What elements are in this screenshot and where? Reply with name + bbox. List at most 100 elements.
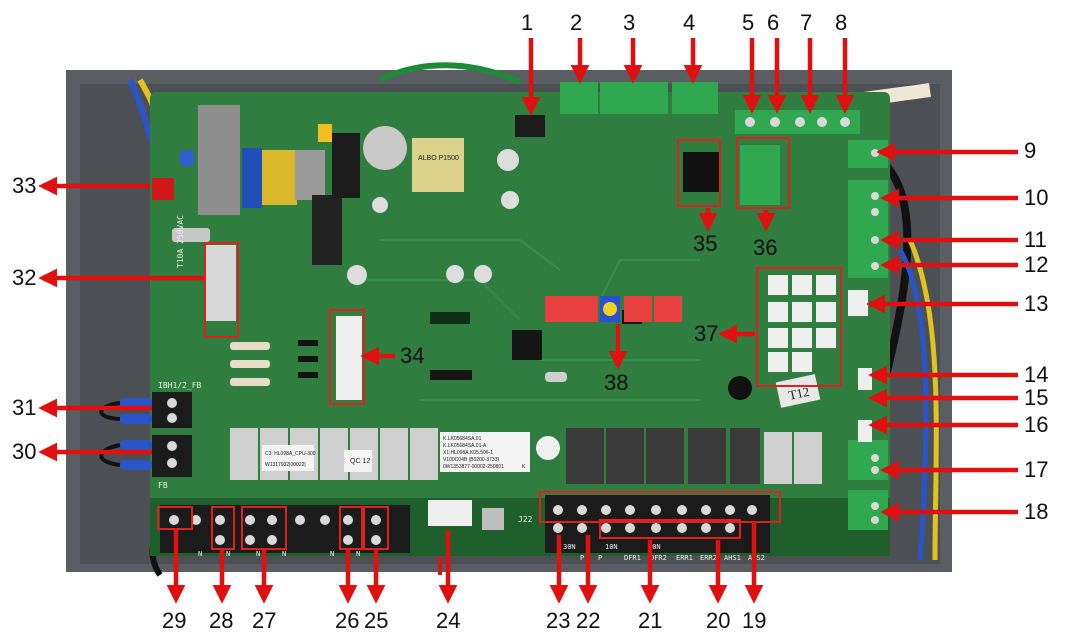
callout-37: 37 — [694, 321, 719, 346]
label-small — [262, 445, 314, 471]
round-sticker — [536, 436, 560, 460]
chip-left-text: ALBO P1500 — [418, 155, 459, 162]
relays-black — [566, 428, 760, 484]
label-big-line-5: 0W1353877-00002-250801 — [443, 464, 504, 470]
label-big-line-1: K.LK05684SA.01 — [443, 436, 482, 442]
connector-3 — [600, 82, 668, 114]
loop-wire-2 — [99, 443, 121, 467]
label-big — [440, 432, 530, 472]
svg-text:10N: 10N — [605, 543, 618, 551]
callout-10: 10 — [1024, 185, 1049, 210]
sensor-35 — [683, 152, 719, 192]
callout-24: 24 — [436, 608, 461, 633]
callout-25: 25 — [364, 608, 389, 633]
header-pins — [430, 312, 470, 324]
svg-text:N: N — [356, 550, 360, 558]
relay-white-1 — [206, 245, 236, 321]
right-screws — [871, 149, 879, 524]
svg-text:N: N — [282, 550, 286, 558]
connector-1 — [515, 115, 545, 137]
svg-text:N: N — [330, 550, 334, 558]
fb-label: FB — [158, 481, 168, 490]
cap-small-6 — [372, 197, 388, 213]
callout-5: 5 — [742, 10, 755, 35]
diodes — [298, 340, 318, 378]
highlight-boxes — [157, 137, 842, 550]
left-screws — [167, 398, 177, 468]
label-big-line-6: K — [522, 464, 526, 470]
cap-small-4 — [497, 149, 519, 171]
connector-red-33 — [152, 178, 174, 200]
white-connector-24 — [428, 500, 472, 526]
label-big-line-2: K.LK05684SA.01-A — [443, 443, 487, 449]
callout-4: 4 — [683, 10, 696, 35]
callout-30: 30 — [12, 439, 37, 464]
svg-text:ERR1: ERR1 — [676, 554, 693, 562]
callout-13: 13 — [1024, 291, 1049, 316]
transformer-blue — [242, 148, 262, 208]
j22-label: J22 — [518, 515, 533, 524]
bottom-screws-right — [553, 505, 757, 533]
callout-27: 27 — [252, 608, 277, 633]
white-pad — [482, 508, 504, 530]
fuse-holder — [172, 228, 210, 242]
transformer-2 — [262, 150, 297, 205]
svg-text:P: P — [598, 554, 602, 562]
blue-ferrules — [120, 398, 152, 470]
callout-36: 36 — [753, 235, 778, 260]
wire-blue-right — [897, 248, 929, 561]
callout-21: 21 — [638, 608, 663, 633]
cap-small-3 — [474, 265, 492, 283]
loop-wire-1 — [99, 401, 121, 421]
svg-text:40N: 40N — [648, 543, 661, 551]
top-screws — [745, 117, 850, 127]
label-small-line-1: C3: HL098A_CPU-300 — [265, 451, 316, 457]
callout-33: 33 — [12, 173, 37, 198]
callout-16: 16 — [1024, 412, 1049, 437]
callout-7: 7 — [800, 10, 813, 35]
callout-23: 23 — [546, 608, 571, 633]
callout-3: 3 — [623, 10, 636, 35]
svg-text:AHS2: AHS2 — [748, 554, 765, 562]
callout-31: 31 — [12, 395, 37, 420]
callout-17: 17 — [1024, 457, 1049, 482]
callout-28: 28 — [209, 608, 234, 633]
crystal — [545, 372, 567, 382]
cap-small-5 — [501, 191, 519, 209]
callout-26: 26 — [335, 608, 360, 633]
ibh-label: IBH1/2_FB — [158, 381, 202, 390]
svg-text:AHS1: AHS1 — [724, 554, 741, 562]
callout-35: 35 — [693, 231, 718, 256]
callout-12: 12 — [1024, 252, 1049, 277]
svg-text:N: N — [256, 550, 260, 558]
transformer-1 — [198, 105, 240, 215]
svg-text:30N: 30N — [563, 543, 576, 551]
callout-2: 2 — [570, 10, 583, 35]
cap-small-1 — [347, 265, 367, 285]
callout-8: 8 — [835, 10, 848, 35]
t12-tag — [775, 374, 821, 408]
callout-11: 11 — [1024, 227, 1047, 252]
capacitor-grey — [295, 150, 325, 200]
label-big-line-4: V100C04B (B0200-3733) — [443, 457, 499, 463]
qc-text: QC 12 — [350, 458, 370, 465]
callout-20: 20 — [706, 608, 731, 633]
svg-text:DFR2: DFR2 — [650, 554, 667, 562]
fuse-label: T10A 250VAC — [176, 215, 185, 268]
callout-38: 38 — [604, 370, 629, 395]
arrows — [38, 38, 1018, 604]
label-big-line-3: X1:HL098A.K05.506-1 — [443, 450, 493, 456]
white-connectors-37 — [768, 275, 872, 442]
callout-29: 29 — [162, 608, 187, 633]
ic-strip-1 — [430, 370, 472, 380]
resistors — [230, 342, 270, 386]
wire-yellow-right — [907, 238, 939, 561]
cap-small-2 — [446, 265, 464, 283]
cap-blue — [180, 150, 194, 166]
cap-yellow — [318, 124, 332, 142]
big-capacitor — [363, 126, 407, 170]
chip-left — [412, 138, 464, 192]
relays-grey — [230, 428, 822, 484]
cpu-chip — [512, 330, 542, 360]
